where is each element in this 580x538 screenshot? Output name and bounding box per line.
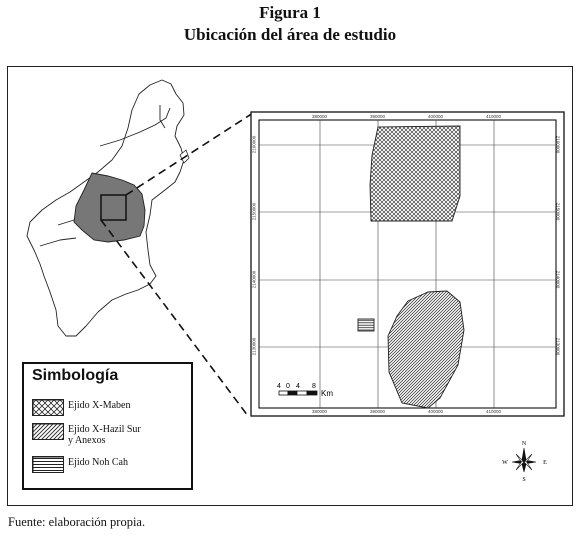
scale-label-4: 8 bbox=[312, 383, 316, 390]
legend-title: Simbología bbox=[32, 367, 119, 384]
state-border-inner bbox=[159, 105, 166, 129]
compass-rose-icon bbox=[511, 447, 537, 473]
tick-right-2: 2150000 bbox=[555, 202, 561, 221]
tick-bottom-4: 410000 bbox=[486, 409, 502, 414]
legend-item-noh-cah: Ejido Noh Cah bbox=[32, 456, 192, 474]
figure-title: Ubicación del área de estudio bbox=[183, 25, 397, 44]
tick-left-2: 2150000 bbox=[251, 202, 257, 221]
tick-bottom-2: 390000 bbox=[370, 409, 386, 414]
state-border-north bbox=[99, 107, 171, 147]
scale-bar bbox=[278, 390, 318, 396]
figure-frame bbox=[7, 66, 573, 506]
ejido-x-maben-polygon bbox=[369, 125, 461, 222]
tick-right-1: 2160000 bbox=[555, 135, 561, 154]
legend-label: Ejido X-Hazil Sur y Anexos bbox=[68, 424, 141, 446]
ejido-x-hazil-polygon bbox=[387, 290, 465, 409]
inset-locator-box bbox=[100, 194, 127, 221]
study-region bbox=[73, 172, 146, 243]
scale-label-1: 4 bbox=[277, 383, 281, 390]
legend-box: Simbología Ejido X-Maben Ejido X-Hazil S… bbox=[22, 362, 193, 490]
legend-label: Ejido X-Maben bbox=[68, 400, 131, 411]
tick-top-1: 380000 bbox=[312, 114, 328, 119]
scale-unit: Km bbox=[321, 389, 333, 398]
ejido-noh-cah-polygon bbox=[357, 318, 375, 332]
tick-top-4: 410000 bbox=[486, 114, 502, 119]
scale-label-3: 4 bbox=[296, 383, 300, 390]
compass-east: E bbox=[543, 460, 547, 466]
tick-bottom-1: 380000 bbox=[312, 409, 328, 414]
figure-label: Figura 1 bbox=[259, 3, 321, 22]
tick-left-4: 2130000 bbox=[251, 337, 257, 356]
compass-west: W bbox=[502, 460, 508, 466]
tick-right-4: 2130000 bbox=[555, 337, 561, 356]
scale-label-2: 0 bbox=[286, 383, 290, 390]
tick-top-3: 400000 bbox=[428, 114, 444, 119]
legend-swatch-diagonal bbox=[32, 423, 64, 440]
legend-label: Ejido Noh Cah bbox=[68, 457, 128, 468]
compass-north: N bbox=[522, 441, 527, 447]
tick-top-2: 390000 bbox=[370, 114, 386, 119]
compass-south: S bbox=[522, 477, 525, 483]
tick-left-1: 2160000 bbox=[251, 135, 257, 154]
tick-right-3: 2140000 bbox=[555, 270, 561, 289]
state-border-west bbox=[39, 237, 77, 247]
figure-source: Fuente: elaboración propia. bbox=[8, 515, 146, 529]
legend-item-x-maben: Ejido X-Maben bbox=[32, 399, 192, 417]
connector-line-bottom bbox=[100, 219, 249, 417]
legend-swatch-crosshatch bbox=[32, 399, 64, 416]
tick-left-3: 2140000 bbox=[251, 270, 257, 289]
legend-swatch-horizontal bbox=[32, 456, 64, 473]
tick-bottom-3: 400000 bbox=[428, 409, 444, 414]
legend-item-x-hazil: Ejido X-Hazil Sur y Anexos bbox=[32, 423, 192, 449]
